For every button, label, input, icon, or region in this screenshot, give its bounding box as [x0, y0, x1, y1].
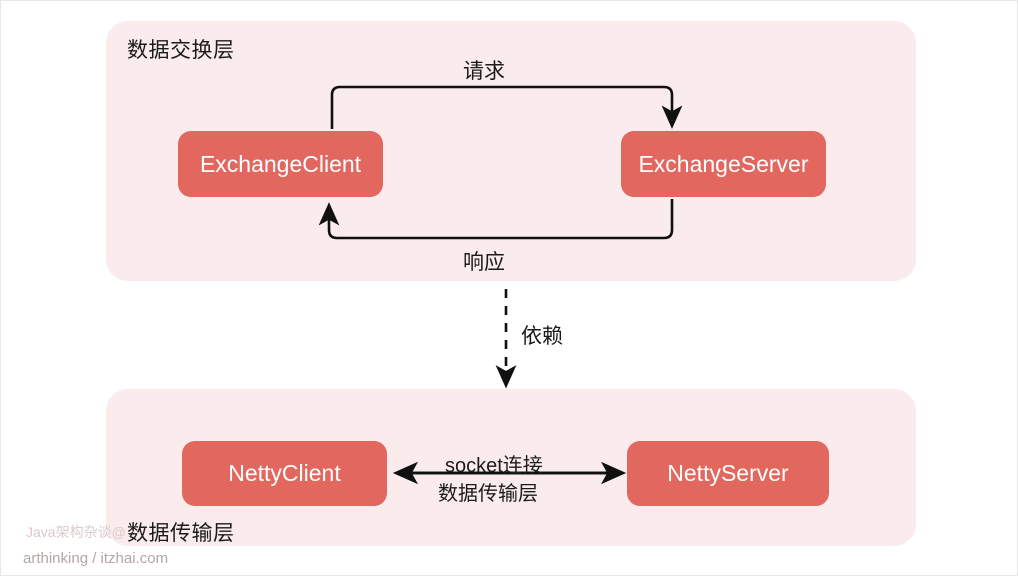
node-exchange-server[interactable]: ExchangeServer: [621, 131, 826, 197]
watermark-brand: Java架构杂谈@: [26, 524, 126, 540]
response-edge-label: 响应: [463, 251, 505, 274]
depend-edge-label: 依赖: [521, 325, 563, 348]
exchange-layer-title: 数据交换层: [127, 39, 235, 62]
node-netty-client[interactable]: NettyClient: [182, 441, 387, 506]
transport-layer-title: 数据传输层: [127, 522, 235, 545]
node-netty-server[interactable]: NettyServer: [627, 441, 829, 506]
node-exchange-client[interactable]: ExchangeClient: [178, 131, 383, 197]
socket-edge-label: socket连接: [445, 455, 543, 477]
watermark-site: arthinking / itzhai.com: [23, 550, 169, 567]
request-edge-label: 请求: [463, 60, 505, 83]
socket-edge-sublabel: 数据传输层: [438, 483, 538, 505]
